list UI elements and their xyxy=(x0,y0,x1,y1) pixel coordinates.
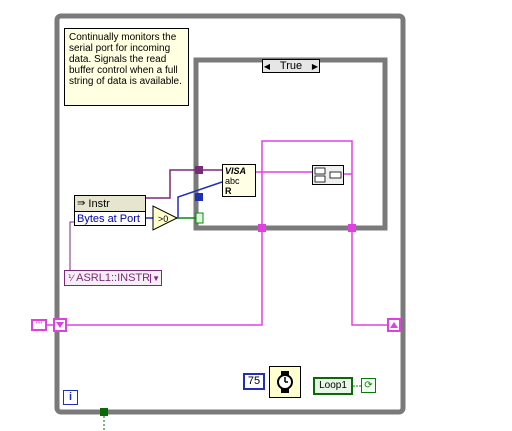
compare-label: >0 xyxy=(158,214,168,224)
case-selector-terminal[interactable] xyxy=(195,212,204,224)
empty-string-constant[interactable]: "" xyxy=(31,319,47,331)
property-node-class: Instr xyxy=(88,197,110,210)
tunnel-string-in xyxy=(258,224,266,232)
concatenate-icon xyxy=(314,167,342,183)
property-node[interactable]: ⇛ Instr Bytes at Port xyxy=(74,195,146,226)
visa-read-r: R xyxy=(225,186,232,196)
tunnel-numeric xyxy=(195,193,203,201)
wait-ms-constant[interactable]: 75 xyxy=(243,373,265,390)
property-node-header: ⇛ Instr xyxy=(75,196,145,212)
visa-read-title: VISA xyxy=(225,166,247,176)
loop-condition-icon: ⟳ xyxy=(364,380,373,391)
concatenate-strings-node[interactable] xyxy=(312,165,344,185)
resource-icon: ⅟ xyxy=(68,272,74,283)
string-wire-in xyxy=(47,228,263,326)
case-structure-frame[interactable] xyxy=(193,57,388,231)
refnum-icon: ⇛ xyxy=(77,198,86,209)
refnum-wire-resource xyxy=(69,221,74,270)
stop-terminal[interactable]: ⟳ xyxy=(361,378,376,393)
visa-read-abc: abc xyxy=(225,176,240,186)
case-prev-arrow[interactable]: ◀ xyxy=(263,61,271,71)
case-selector[interactable]: ◀ True ▶ xyxy=(262,59,320,73)
dropdown-arrow-icon[interactable]: ▼ xyxy=(150,273,160,283)
shift-register-left-arrow xyxy=(56,322,64,328)
comment-label: Continually monitors the serial port for… xyxy=(64,28,189,106)
case-selector-value: True xyxy=(279,60,303,72)
while-loop-frame[interactable] xyxy=(54,13,406,415)
visa-resource-constant[interactable]: ⅟ ASRL1::INSTR ▼ xyxy=(64,270,162,286)
resource-value: ASRL1::INSTR xyxy=(76,272,151,284)
case-next-arrow[interactable]: ▶ xyxy=(311,61,319,71)
visa-read-node[interactable]: VISA abc R xyxy=(222,164,256,197)
string-wire-case xyxy=(261,140,353,228)
property-node-item[interactable]: Bytes at Port xyxy=(77,213,140,225)
refnum-wire xyxy=(146,169,222,199)
wait-function[interactable] xyxy=(269,366,301,398)
compare-function[interactable] xyxy=(152,205,179,231)
string-wire-out xyxy=(351,228,390,326)
loop-label[interactable]: Loop1 xyxy=(313,377,353,395)
tunnel-string-out xyxy=(348,224,356,232)
shift-register-right-arrow xyxy=(390,322,398,328)
iteration-terminal: i xyxy=(63,390,78,405)
loop-bottom-tunnel xyxy=(100,408,108,416)
watch-icon xyxy=(277,371,293,393)
tunnel-refnum xyxy=(195,166,203,174)
